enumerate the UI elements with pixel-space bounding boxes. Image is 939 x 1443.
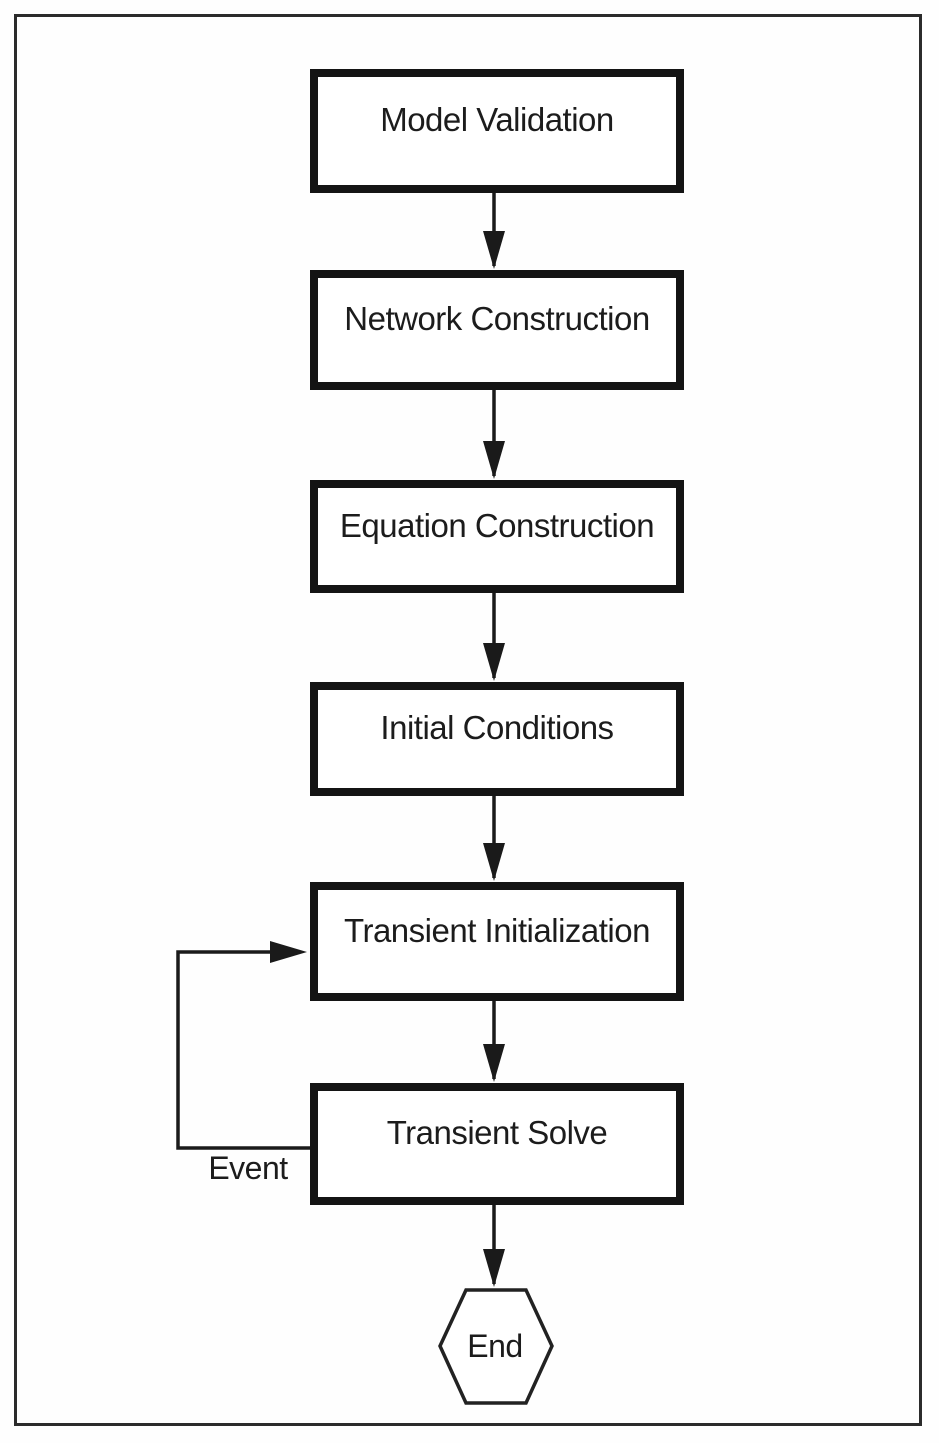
node-label-transient-solve: Transient Solve — [386, 1114, 608, 1151]
arrow-network-construction-to-equation-construction — [483, 390, 505, 479]
node-label-initial-conditions: Initial Conditions — [380, 709, 614, 746]
edge-label-event: Event — [208, 1150, 288, 1186]
node-initial-conditions: Initial Conditions — [310, 682, 684, 796]
node-model-validation: Model Validation — [310, 69, 684, 193]
node-network-construction: Network Construction — [310, 270, 684, 390]
node-transient-solve: Transient Solve — [310, 1083, 684, 1205]
node-transient-initialization: Transient Initialization — [310, 882, 684, 1001]
diagram-outer-border — [14, 14, 922, 1426]
node-label-network-construction: Network Construction — [344, 300, 650, 337]
node-label-equation-construction: Equation Construction — [339, 506, 655, 544]
end-node-hexagon — [438, 1288, 554, 1405]
end-node-label: End — [467, 1327, 523, 1364]
arrow-initial-conditions-to-transient-initialization — [483, 796, 505, 881]
node-label-transient-initialization: Transient Initialization — [344, 911, 650, 949]
arrow-transient-initialization-to-transient-solve — [483, 1001, 505, 1082]
loopback-event-arrow — [176, 941, 310, 1150]
node-equation-construction: Equation Construction — [310, 480, 684, 593]
arrow-equation-construction-to-initial-conditions — [483, 593, 505, 681]
node-label-model-validation: Model Validation — [380, 101, 614, 138]
arrow-transient-solve-to-end — [483, 1205, 505, 1287]
arrow-model-validation-to-network-construction — [483, 193, 505, 269]
